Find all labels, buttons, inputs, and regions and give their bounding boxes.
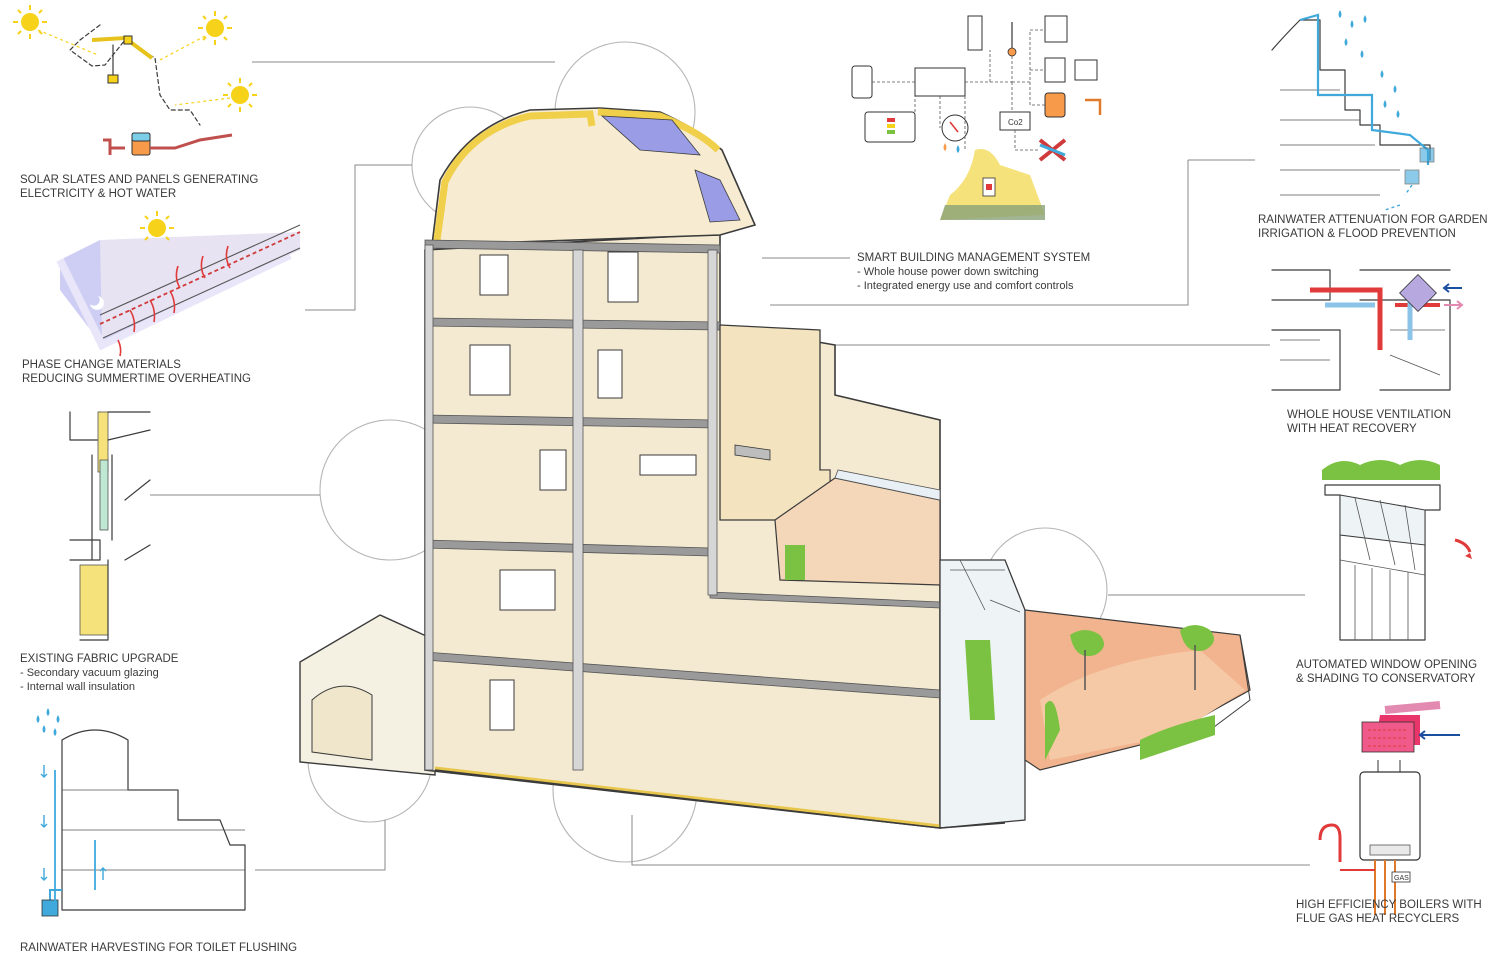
tree-icon [1070,630,1104,690]
solar-sketch [13,5,257,156]
svg-text:IRRIGATION & FLOOD PREVENTION: IRRIGATION & FLOOD PREVENTION [1258,228,1456,240]
svg-text:- Integrated energy use and co: - Integrated energy use and comfort cont… [857,280,1074,292]
harvest-label: RAINWATER HARVESTING FOR TOILET FLUSHING [20,942,297,954]
sun-icon [13,5,47,39]
svg-text:- Secondary vacuum glazing: - Secondary vacuum glazing [20,667,159,679]
svg-text:AUTOMATED WINDOW OPENING: AUTOMATED WINDOW OPENING [1296,659,1477,671]
ventilation-sketch [1271,269,1464,391]
svg-text:RAINWATER ATTENUATION FOR GARD: RAINWATER ATTENUATION FOR GARDEN [1258,214,1488,226]
svg-text:PHASE CHANGE MATERIALS: PHASE CHANGE MATERIALS [22,359,181,371]
solar-label: SOLAR SLATES AND PANELS GENERATING ELECT… [20,174,258,200]
fabric-label: EXISTING FABRIC UPGRADE - Secondary vacu… [20,653,179,693]
attenuation-label: RAINWATER ATTENUATION FOR GARDEN IRRIGAT… [1258,214,1488,240]
svg-text:EXISTING FABRIC UPGRADE: EXISTING FABRIC UPGRADE [20,653,179,665]
svg-text:Co2: Co2 [1008,118,1023,127]
smart-bms-label: SMART BUILDING MANAGEMENT SYSTEM - Whole… [857,252,1090,292]
svg-text:GAS: GAS [1394,875,1409,882]
attenuation-sketch [1271,10,1435,211]
boiler-label: HIGH EFFICIENCY BOILERS WITH FLUE GAS HE… [1296,899,1482,925]
svg-text:ELECTRICITY & HOT WATER: ELECTRICITY & HOT WATER [20,188,176,200]
building-section [299,107,1251,829]
radiator-icon [1074,59,1098,81]
window-label: AUTOMATED WINDOW OPENING & SHADING TO CO… [1296,659,1477,685]
harvest-sketch [36,708,246,917]
svg-text:- Whole house power down switc: - Whole house power down switching [857,266,1039,278]
svg-text:REDUCING SUMMERTIME OVERHEATIN: REDUCING SUMMERTIME OVERHEATING [22,373,251,385]
boiler-sketch: GAS [1318,701,1460,915]
fabric-sketch [69,411,151,641]
svg-text:- Internal wall insulation: - Internal wall insulation [20,681,135,693]
thermostat-icon [1007,22,1017,57]
svg-text:SOLAR SLATES AND PANELS GENERA: SOLAR SLATES AND PANELS GENERATING [20,174,258,186]
sun-icon [140,211,174,241]
boiler-icon [1359,771,1421,861]
sun-icon [198,11,232,45]
svg-text:RAINWATER HARVESTING FOR TOILE: RAINWATER HARVESTING FOR TOILET FLUSHING [20,942,297,954]
phone-icon [851,65,873,99]
sun-icon [223,78,257,112]
tap-icon [1085,98,1102,115]
ventilation-label: WHOLE HOUSE VENTILATION WITH HEAT RECOVE… [1287,409,1451,435]
window-sketch [1322,460,1472,641]
svg-text:WITH HEAT RECOVERY: WITH HEAT RECOVERY [1287,423,1417,435]
svg-text:HIGH EFFICIENCY BOILERS WITH: HIGH EFFICIENCY BOILERS WITH [1296,899,1482,911]
pcm-label: PHASE CHANGE MATERIALS REDUCING SUMMERTI… [22,359,251,385]
pcm-sketch [56,211,301,357]
leader-lines [150,61,1310,871]
svg-text:FLUE GAS HEAT RECYCLERS: FLUE GAS HEAT RECYCLERS [1296,913,1460,925]
svg-text:SMART BUILDING MANAGEMENT SYST: SMART BUILDING MANAGEMENT SYSTEM [857,252,1090,264]
heat-exchanger-icon [1038,138,1067,162]
raindrop-icon [1338,10,1400,118]
svg-text:& SHADING TO CONSERVATORY: & SHADING TO CONSERVATORY [1296,673,1476,685]
tree-icon [1180,625,1214,690]
smart-bms-sketch: Co2 [851,15,1102,220]
raindrop-icon [36,708,60,736]
moon-icon [90,296,104,310]
svg-text:WHOLE HOUSE VENTILATION: WHOLE HOUSE VENTILATION [1287,409,1451,421]
tap-icon [1318,823,1342,862]
